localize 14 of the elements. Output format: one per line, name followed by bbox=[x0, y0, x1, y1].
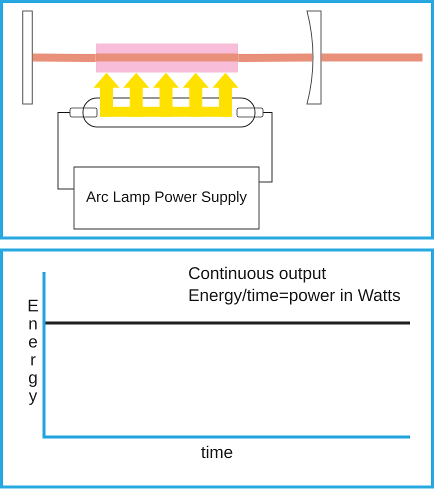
axis-label: Energy bbox=[28, 300, 38, 405]
laser-rod bbox=[96, 44, 238, 72]
power-supply-box: Arc Lamp Power Supply bbox=[74, 166, 260, 230]
laser-beam bbox=[238, 54, 312, 62]
wire bbox=[258, 112, 272, 182]
curved-mirror bbox=[306, 10, 322, 104]
flat-mirror bbox=[22, 10, 33, 104]
wire bbox=[58, 112, 74, 190]
chart-note: Continuous output bbox=[189, 266, 326, 283]
chart-note: Energy/time=power in Watts bbox=[190, 288, 400, 305]
laser-beam bbox=[32, 54, 96, 62]
output-beam bbox=[321, 54, 422, 62]
arc-lamp bbox=[70, 98, 264, 128]
axis-label: time bbox=[201, 446, 232, 458]
